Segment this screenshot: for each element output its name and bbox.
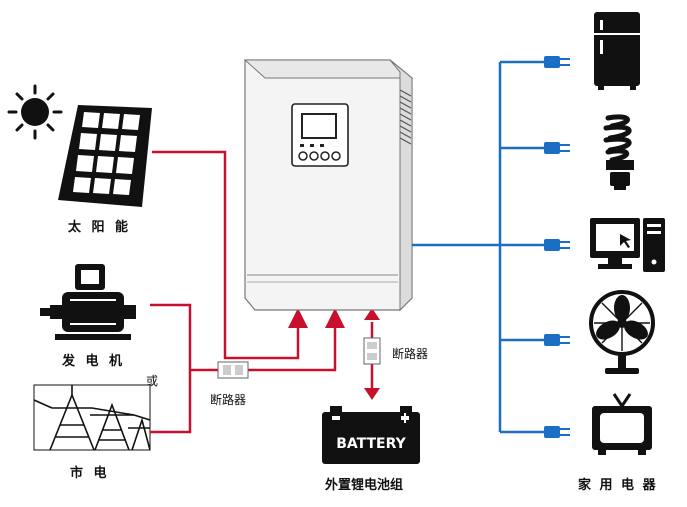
battery-caption: 外置锂电池组 xyxy=(325,478,404,493)
breaker-right xyxy=(363,337,381,365)
generator-icon xyxy=(40,264,136,340)
solar-panel-icon xyxy=(58,105,152,207)
battery-icon: BATTERY xyxy=(322,406,420,464)
computer-icon xyxy=(590,218,665,272)
breaker-right-label: 断路器 xyxy=(392,347,429,361)
battery-text: BATTERY xyxy=(336,436,406,452)
inverter-icon xyxy=(243,59,414,312)
generator-label: 发 电 机 xyxy=(62,354,126,369)
fridge-icon xyxy=(594,12,640,90)
or-label: 或 xyxy=(146,374,159,388)
fan-icon xyxy=(589,290,655,374)
bulb-icon xyxy=(603,114,634,190)
home-appliances-label: 家 用 电 器 xyxy=(578,478,658,493)
breaker-left xyxy=(217,361,249,379)
sun-icon xyxy=(7,84,63,140)
solar-label: 太 阳 能 xyxy=(68,220,132,235)
breaker-left-label: 断路器 xyxy=(210,393,247,407)
tv-icon xyxy=(592,393,652,455)
power-tower-icon xyxy=(33,384,151,451)
grid-label: 市 电 xyxy=(70,466,110,481)
